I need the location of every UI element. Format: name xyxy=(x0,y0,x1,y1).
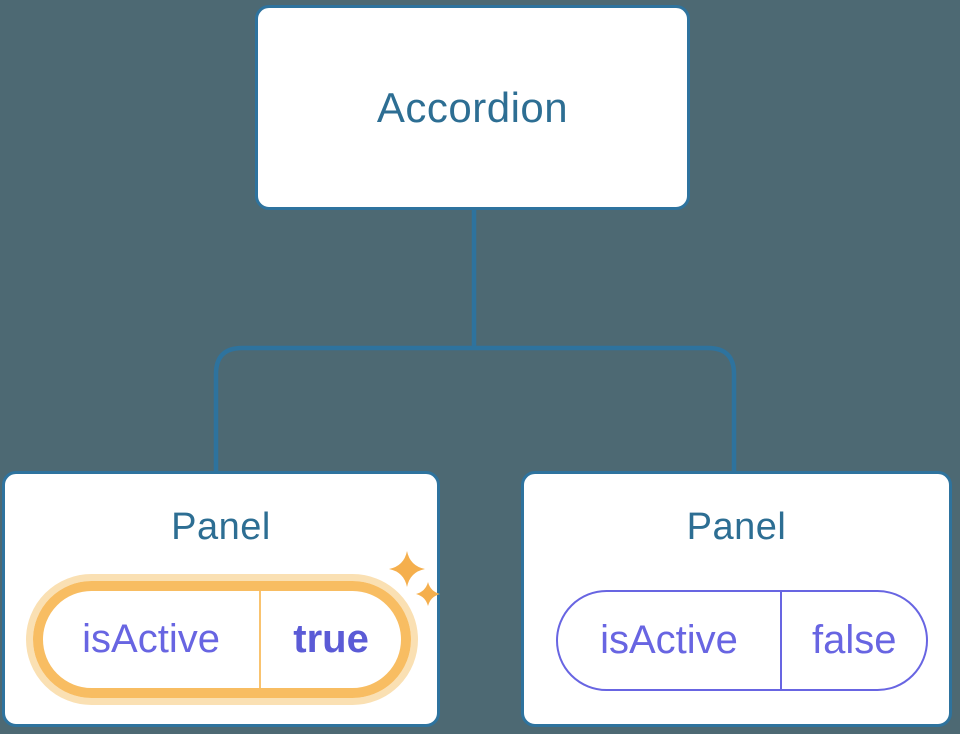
tree-node-panel-active: Panel isActive true xyxy=(2,471,440,727)
sparkles-icon xyxy=(389,551,440,606)
prop-name-label: isActive xyxy=(82,617,220,661)
pill-divider xyxy=(259,591,262,688)
prop-value-label: false xyxy=(811,618,897,662)
prop-pill-isactive-false: isActive false xyxy=(556,590,928,691)
accordion-label: Accordion xyxy=(376,83,569,131)
prop-name-label: isActive xyxy=(600,618,738,662)
panel-label: Panel xyxy=(686,506,787,548)
prop-pill-isactive-true: isActive true xyxy=(33,581,411,698)
prop-name-cell: isActive xyxy=(558,592,780,689)
prop-pill-active-halo: isActive true xyxy=(26,574,418,705)
prop-value-cell: false xyxy=(782,592,926,689)
prop-name-cell: isActive xyxy=(43,591,259,688)
tree-node-panel-inactive: Panel isActive false xyxy=(521,471,952,727)
prop-value-label: true xyxy=(293,617,369,661)
tree-node-accordion: Accordion xyxy=(255,5,690,210)
panel-label: Panel xyxy=(171,506,271,548)
prop-value-cell: true xyxy=(261,591,401,688)
pill-divider xyxy=(779,592,783,689)
